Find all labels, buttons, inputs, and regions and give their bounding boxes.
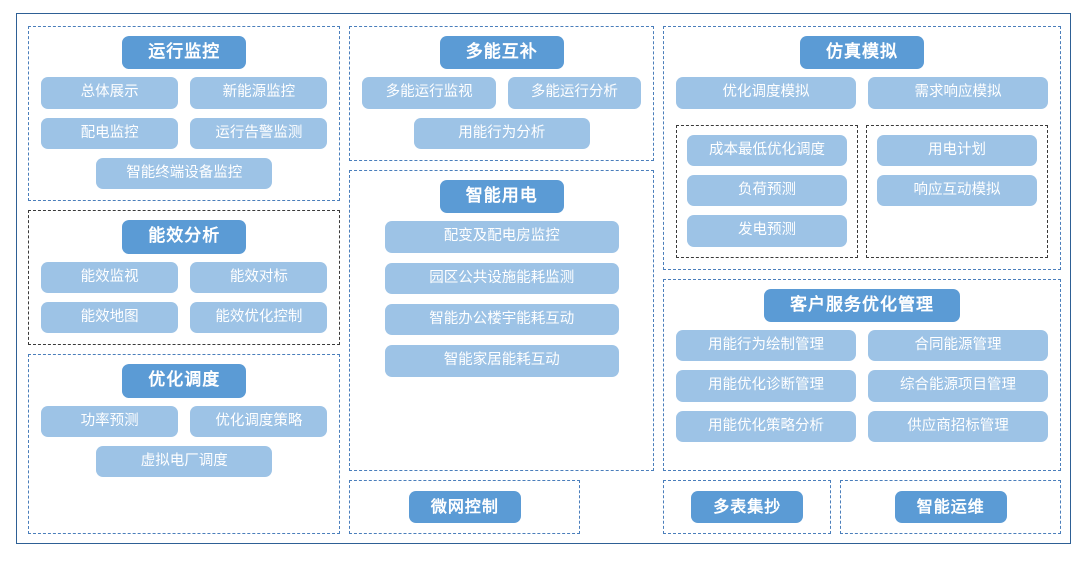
diagram-columns: 运行监控 总体展示 新能源监控 配电监控 运行告警监测 智能终端设备监控 能效分… xyxy=(16,13,1071,544)
simulation-subbox-left: 成本最低优化调度 负荷预测 发电预测 xyxy=(676,124,858,258)
item-new-energy-monitoring[interactable]: 新能源监控 xyxy=(190,77,328,109)
item-park-public-facility-energy-monitoring[interactable]: 园区公共设施能耗监测 xyxy=(384,262,619,295)
group-title-smart-electricity[interactable]: 智能用电 xyxy=(439,180,564,214)
item-optimal-dispatch-strategy[interactable]: 优化调度策略 xyxy=(190,405,328,438)
item-smart-office-building-energy-interaction[interactable]: 智能办公楼宇能耗互动 xyxy=(384,304,619,336)
group-customer-service: 客户服务优化管理 用能行为绘制管理 合同能源管理 用能优化诊断管理 综合能源项目… xyxy=(663,278,1061,471)
item-stack: 配变及配电房监控 园区公共设施能耗监测 智能办公楼宇能耗互动 智能家居能耗互动 xyxy=(362,221,641,377)
group-title-multi-meter-reading[interactable]: 多表集抄 xyxy=(691,491,804,523)
group-multi-energy: 多能互补 多能运行监视 多能运行分析 用能行为分析 xyxy=(349,26,654,162)
group-multi-meter-reading: 多表集抄 xyxy=(663,480,832,534)
item-operation-alarm-monitoring[interactable]: 运行告警监测 xyxy=(190,117,328,150)
item-lowest-cost-optimal-dispatch[interactable]: 成本最低优化调度 xyxy=(687,134,847,167)
group-title-microgrid-control[interactable]: 微网控制 xyxy=(408,491,521,523)
item-row: 功率预测 优化调度策略 xyxy=(41,405,328,438)
item-efficiency-benchmarking[interactable]: 能效对标 xyxy=(190,261,328,294)
item-contract-energy-management[interactable]: 合同能源管理 xyxy=(868,330,1048,362)
item-row: 用能优化策略分析 供应商招标管理 xyxy=(676,410,1048,443)
group-title-customer-service[interactable]: 客户服务优化管理 xyxy=(764,288,960,323)
group-energy-efficiency: 能效分析 能效监视 能效对标 能效地图 能效优化控制 xyxy=(28,210,341,346)
item-energy-behavior-mapping-management[interactable]: 用能行为绘制管理 xyxy=(676,330,856,362)
item-distribution-monitoring[interactable]: 配电监控 xyxy=(41,117,179,150)
item-row: 配电监控 运行告警监测 xyxy=(41,117,328,150)
group-optimal-dispatch: 优化调度 功率预测 优化调度策略 虚拟电厂调度 xyxy=(28,354,341,534)
right-column: 仿真模拟 优化调度模拟 需求响应模拟 成本最低优化调度 负荷预测 发电预测 用电… xyxy=(663,26,1061,534)
item-generation-forecast[interactable]: 发电预测 xyxy=(687,215,847,247)
group-title-operation-monitoring[interactable]: 运行监控 xyxy=(122,36,247,70)
item-row: 用能行为分析 xyxy=(362,117,641,150)
item-load-forecast[interactable]: 负荷预测 xyxy=(687,175,847,207)
item-efficiency-optimization-control[interactable]: 能效优化控制 xyxy=(190,302,328,334)
right-bottom-row: 多表集抄 智能运维 xyxy=(663,480,1061,534)
item-smart-home-energy-interaction[interactable]: 智能家居能耗互动 xyxy=(384,345,619,377)
item-row: 优化调度模拟 需求响应模拟 xyxy=(676,77,1048,109)
item-transformer-substation-monitoring[interactable]: 配变及配电房监控 xyxy=(384,221,619,253)
group-simulation: 仿真模拟 优化调度模拟 需求响应模拟 成本最低优化调度 负荷预测 发电预测 用电… xyxy=(663,26,1061,270)
item-virtual-power-plant-dispatch[interactable]: 虚拟电厂调度 xyxy=(96,446,273,478)
middle-column: 多能互补 多能运行监视 多能运行分析 用能行为分析 智能用电 配变及配电房监控 … xyxy=(349,26,654,534)
item-energy-optimization-diagnosis-management[interactable]: 用能优化诊断管理 xyxy=(676,370,856,402)
item-row: 总体展示 新能源监控 xyxy=(41,77,328,109)
item-energy-behavior-analysis[interactable]: 用能行为分析 xyxy=(413,117,590,150)
item-row: 能效地图 能效优化控制 xyxy=(41,302,328,334)
group-title-energy-efficiency[interactable]: 能效分析 xyxy=(122,220,247,254)
item-overall-display[interactable]: 总体展示 xyxy=(41,77,179,109)
group-title-optimal-dispatch[interactable]: 优化调度 xyxy=(122,364,247,398)
group-smart-om: 智能运维 xyxy=(840,480,1061,534)
item-row: 虚拟电厂调度 xyxy=(41,446,327,478)
group-title-multi-energy[interactable]: 多能互补 xyxy=(439,36,564,70)
item-row: 用能优化诊断管理 综合能源项目管理 xyxy=(676,370,1048,402)
item-optimal-dispatch-simulation[interactable]: 优化调度模拟 xyxy=(676,77,856,109)
group-title-simulation[interactable]: 仿真模拟 xyxy=(800,36,924,70)
item-integrated-energy-project-management[interactable]: 综合能源项目管理 xyxy=(868,370,1048,402)
item-multi-energy-operation-analysis[interactable]: 多能运行分析 xyxy=(507,77,641,109)
item-multi-energy-operation-monitoring[interactable]: 多能运行监视 xyxy=(362,77,496,109)
item-row: 多能运行监视 多能运行分析 xyxy=(362,77,641,109)
item-smart-terminal-device-monitoring[interactable]: 智能终端设备监控 xyxy=(96,158,273,190)
item-row: 能效监视 能效对标 xyxy=(41,261,328,294)
middle-bottom-row: 微网控制 xyxy=(349,480,654,534)
item-supplier-bidding-management[interactable]: 供应商招标管理 xyxy=(868,410,1048,443)
group-title-smart-om[interactable]: 智能运维 xyxy=(894,491,1007,523)
item-energy-optimization-strategy-analysis[interactable]: 用能优化策略分析 xyxy=(676,410,856,443)
group-smart-electricity: 智能用电 配变及配电房监控 园区公共设施能耗监测 智能办公楼宇能耗互动 智能家居… xyxy=(349,170,654,471)
item-demand-response-simulation[interactable]: 需求响应模拟 xyxy=(868,77,1048,109)
left-column: 运行监控 总体展示 新能源监控 配电监控 运行告警监测 智能终端设备监控 能效分… xyxy=(28,26,341,534)
group-microgrid-control: 微网控制 xyxy=(349,480,581,534)
group-operation-monitoring: 运行监控 总体展示 新能源监控 配电监控 运行告警监测 智能终端设备监控 xyxy=(28,26,341,202)
simulation-subbox-right: 用电计划 响应互动模拟 xyxy=(866,124,1048,258)
item-row: 智能终端设备监控 xyxy=(41,158,327,190)
item-efficiency-monitoring[interactable]: 能效监视 xyxy=(41,261,179,294)
item-row: 用能行为绘制管理 合同能源管理 xyxy=(676,330,1048,362)
item-response-interaction-simulation[interactable]: 响应互动模拟 xyxy=(877,175,1037,207)
simulation-sub-boxes: 成本最低优化调度 负荷预测 发电预测 用电计划 响应互动模拟 xyxy=(676,124,1048,258)
item-power-forecast[interactable]: 功率预测 xyxy=(41,405,179,438)
item-electricity-plan[interactable]: 用电计划 xyxy=(877,134,1037,167)
item-efficiency-map[interactable]: 能效地图 xyxy=(41,302,179,334)
